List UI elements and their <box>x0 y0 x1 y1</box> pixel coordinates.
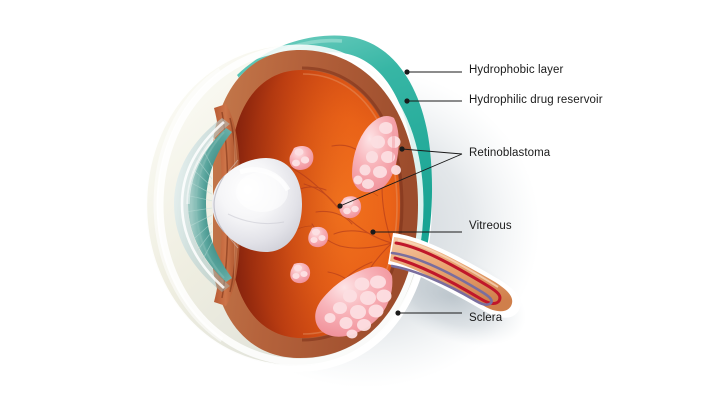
central-retinal-vein <box>390 251 493 307</box>
retinoblastoma-masses <box>289 115 401 339</box>
tumor-mass-superior <box>352 115 401 193</box>
leader-line-retinoblastoma <box>401 148 463 155</box>
label-hydrophilic-drug-reservoir: Hydrophilic drug reservoir <box>469 94 603 106</box>
tumor-mass-inferior <box>315 266 393 339</box>
label-retinoblastoma: Retinoblastoma <box>469 147 551 159</box>
leader-dots <box>337 69 410 316</box>
leader-dot-retinoblastoma-secondary <box>337 203 343 209</box>
leader-dot-hydrophilic-drug-reservoir <box>404 98 410 104</box>
leader-dot-hydrophobic-layer <box>404 69 410 75</box>
zonule-fibers <box>227 159 239 249</box>
leader-line-retinoblastoma-secondary <box>339 153 463 207</box>
tumor-floater-lower <box>290 262 311 284</box>
leader-dot-sclera <box>395 310 401 316</box>
optic-nerve <box>388 233 521 318</box>
lens <box>212 158 302 252</box>
leader-dot-retinoblastoma <box>399 146 405 152</box>
inner-rim <box>156 44 424 366</box>
cornea <box>174 118 230 292</box>
label-sclera: Sclera <box>469 312 503 324</box>
label-vitreous: Vitreous <box>469 220 512 232</box>
central-retinal-artery <box>393 241 502 305</box>
leader-dot-vitreous <box>370 229 376 235</box>
tumor-floater-middle <box>308 226 329 248</box>
tumor-floater-upper <box>289 146 314 170</box>
tumor-floater-central <box>339 196 362 219</box>
leader-lines <box>339 71 463 314</box>
label-hydrophobic-layer: Hydrophobic layer <box>469 64 564 76</box>
